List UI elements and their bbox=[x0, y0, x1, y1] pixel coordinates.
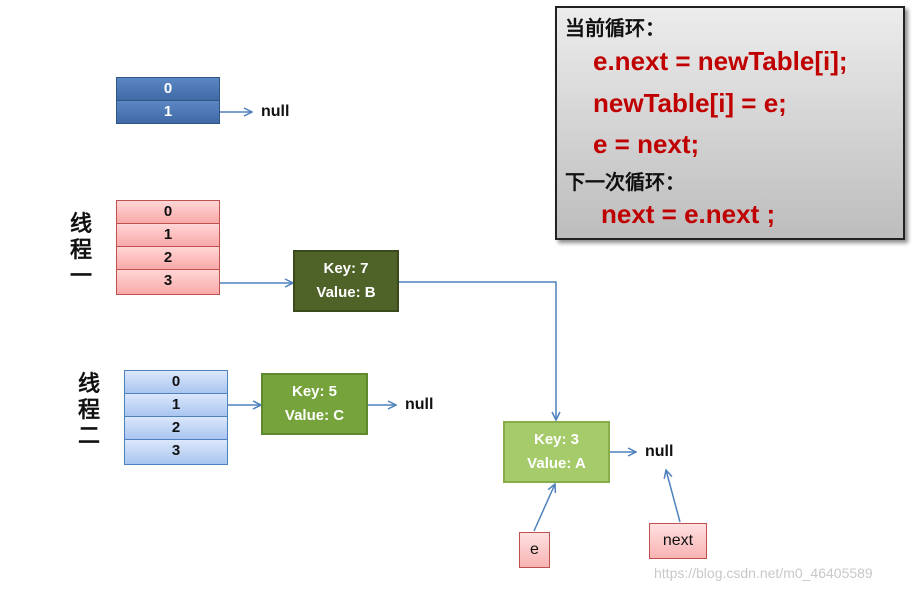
thread-two-cell-0: 0 bbox=[124, 370, 228, 394]
node-key5-value: Value: C bbox=[284, 407, 345, 424]
top-table-cell-0: 0 bbox=[116, 77, 220, 101]
code-line-next: next = e.next ; bbox=[601, 199, 776, 229]
thread-one-cell-3: 3 bbox=[116, 269, 220, 295]
code-line-3: e = next; bbox=[593, 129, 700, 159]
node-key7-value: Value: B bbox=[316, 284, 376, 301]
code-line-2: newTable[i] = e; bbox=[593, 88, 787, 118]
arrow-e-to-node3 bbox=[533, 484, 555, 532]
code-line-1: e.next = newTable[i]; bbox=[593, 46, 848, 76]
thread-one-cell-0: 0 bbox=[116, 200, 220, 224]
thread-two-cell-2: 2 bbox=[124, 416, 228, 440]
node-key3-value: Value: A bbox=[527, 455, 586, 472]
thread-one-char-1: 线 bbox=[69, 212, 92, 237]
thread-two-char-2: 程 bbox=[77, 398, 100, 423]
thread-two-cell-3: 3 bbox=[124, 439, 228, 465]
arrow-node7-to-node3 bbox=[399, 281, 556, 420]
thread-one-cell-1: 1 bbox=[116, 223, 220, 247]
pointer-next-box: next bbox=[649, 523, 707, 559]
code-box: 当前循环： e.next = newTable[i]; newTable[i] … bbox=[555, 6, 905, 240]
code-heading-current: 当前循环： bbox=[565, 16, 665, 40]
arrow-next-to-null bbox=[666, 470, 681, 523]
thread-two-cell-1: 1 bbox=[124, 393, 228, 417]
node3-null-label: null bbox=[645, 443, 674, 460]
thread-one-char-3: 一 bbox=[69, 264, 92, 289]
node-key7-key: Key: 7 bbox=[323, 260, 369, 277]
thread-one-char-2: 程 bbox=[69, 238, 92, 263]
node-key3: Key: 3 Value: A bbox=[503, 421, 610, 483]
thread-two-char-1: 线 bbox=[77, 372, 100, 397]
watermark: https://blog.csdn.net/m0_46405589 bbox=[654, 565, 873, 581]
node-key3-key: Key: 3 bbox=[533, 431, 580, 448]
node-key7: Key: 7 Value: B bbox=[293, 250, 399, 312]
node5-null-label: null bbox=[405, 396, 434, 413]
thread-one-cell-2: 2 bbox=[116, 246, 220, 270]
node-key5: Key: 5 Value: C bbox=[261, 373, 368, 435]
node-key5-key: Key: 5 bbox=[291, 383, 338, 400]
top-null-label: null bbox=[261, 103, 290, 120]
code-heading-next: 下一次循环： bbox=[565, 170, 685, 194]
top-table-cell-1: 1 bbox=[116, 100, 220, 124]
thread-two-char-3: 二 bbox=[77, 424, 100, 449]
pointer-e-box: e bbox=[519, 532, 550, 568]
